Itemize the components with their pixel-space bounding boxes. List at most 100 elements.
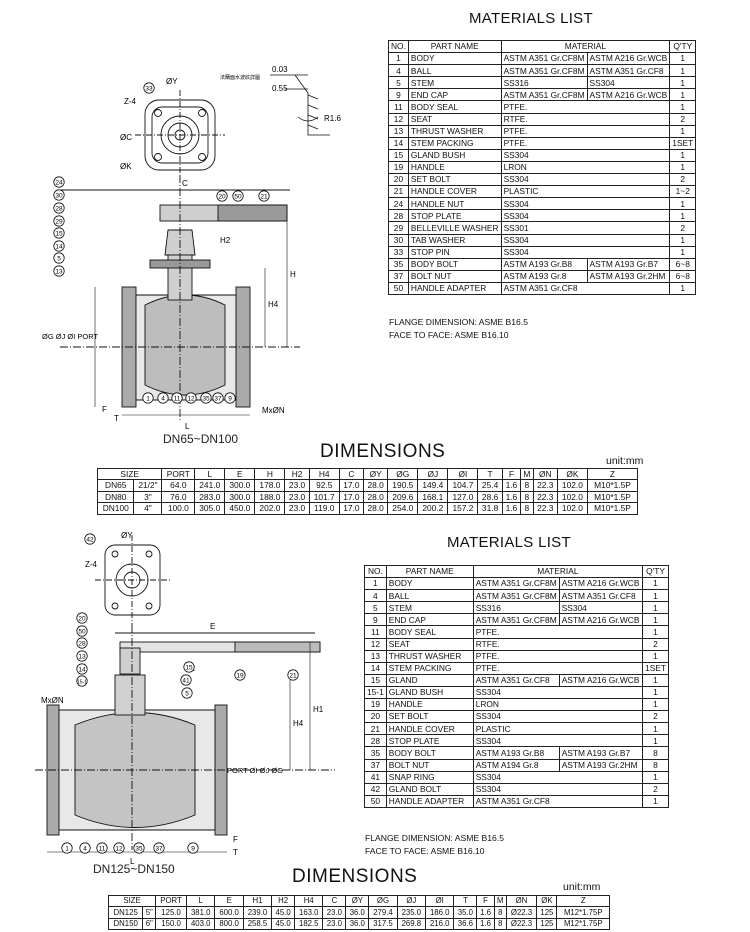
materials-cell-no: 29 <box>388 221 409 235</box>
materials-cell-part: STOP PLATE <box>407 209 502 223</box>
svg-text:14: 14 <box>78 666 86 673</box>
materials-cell-m2: ASTM A216 Gr.WCB <box>586 52 671 66</box>
dimensions-cell: 22.3 <box>532 479 558 492</box>
materials-cell-qty: 1 <box>669 197 697 211</box>
dimensions-header-cell: ØG <box>387 467 419 481</box>
dimensions-header-cell: L <box>186 894 216 908</box>
dimensions-header-cell: Z <box>556 894 610 908</box>
dimensions-header-cell: H <box>254 467 286 481</box>
svg-text:20: 20 <box>78 615 86 622</box>
dimensions-header-cell: M <box>493 894 507 908</box>
materials-cell-part: SEAT <box>385 637 474 651</box>
materials-cell-qty: 1 <box>669 100 697 114</box>
dimensions-cell: 239.0 <box>242 906 273 919</box>
materials-cell-no: 15 <box>388 148 409 162</box>
h-label-top: H <box>290 270 296 279</box>
materials-cell-no: 11 <box>364 625 387 639</box>
callout-19: 19 <box>234 669 246 681</box>
svg-text:29: 29 <box>55 218 63 225</box>
f-label-top: F <box>102 405 107 414</box>
materials-cell-part: BELLEVILLE WASHER <box>407 221 502 235</box>
materials-cell-m1: ASTM A351 Gr.CF8 <box>472 673 560 687</box>
dimensions-header-cell: E <box>214 894 244 908</box>
callout-13: 13 <box>53 265 65 277</box>
materials-cell-m1: SS304 <box>500 245 671 259</box>
dimensions-cell: 1.6 <box>476 906 495 919</box>
materials-cell-no: 15 <box>364 673 387 687</box>
materials-cell-qty: 1 <box>642 722 669 736</box>
dimensions-header-cell: H2 <box>271 894 296 908</box>
dimensions-cell: M10*1.5P <box>586 479 639 492</box>
dimensions-cell: 102.0 <box>556 490 588 504</box>
materials-cell-m2: ASTM A216 Gr.WCB <box>586 88 671 102</box>
materials-cell-no: 4 <box>364 589 387 603</box>
materials-cell-part: BALL <box>407 64 502 78</box>
dimensions-cell: 149.4 <box>417 479 449 492</box>
materials-cell-qty: 1 <box>669 160 697 175</box>
dimensions-title-bottom: DIMENSIONS <box>292 866 418 887</box>
callout-12: 12 <box>185 392 197 404</box>
dimensions-cell: 8 <box>520 502 534 515</box>
materials-cell-part: BODY BOLT <box>407 257 502 271</box>
svg-text:30: 30 <box>55 192 63 199</box>
dimensions-cell: 22.3 <box>532 502 558 515</box>
dimensions-header-cell: Z <box>586 467 639 481</box>
materials-cell-m1: PTFE. <box>472 625 644 639</box>
valve-drawing-bottom: ØY Z-4 E MxØN H1 H4 H2 PORT ØI ØJ ØG F T… <box>35 531 335 866</box>
materials-cell-qty: 1 <box>669 64 697 78</box>
dimensions-cell: 102.0 <box>556 479 588 492</box>
materials-cell-part: END CAP <box>385 613 474 627</box>
materials-header-cell: MATERIAL <box>500 39 671 54</box>
svg-text:5: 5 <box>185 690 189 697</box>
svg-text:21: 21 <box>289 672 297 679</box>
materials-cell-m2: ASTM A193 Gr.B7 <box>558 746 644 760</box>
materials-cell-qty: 1 <box>642 625 669 639</box>
dimensions-header-cell: ØI <box>425 894 455 908</box>
handle-bottom <box>115 632 321 675</box>
materials-cell-qty: 1 <box>642 649 669 663</box>
dimensions-cell: 23.0 <box>284 490 310 504</box>
callout-9: 9 <box>224 392 236 404</box>
materials-header-cell: NO. <box>388 39 409 54</box>
serration-note: 法蘭面水波紋詳圖 <box>220 74 260 81</box>
svg-text:9: 9 <box>228 395 232 402</box>
materials-header-cell: NO. <box>364 564 387 579</box>
callout-50: 50 <box>232 190 244 202</box>
dimensions-cell: Ø22.3 <box>505 917 538 931</box>
h1-label-bottom: H1 <box>313 705 324 714</box>
dimensions-cell: 800.0 <box>214 917 244 931</box>
svg-text:37: 37 <box>214 395 222 402</box>
materials-cell-no: 13 <box>388 124 409 138</box>
dimensions-cell: 200.2 <box>417 502 449 515</box>
dimensions-header-cell: SIZE <box>107 894 157 908</box>
materials-cell-no: 14 <box>364 661 387 675</box>
svg-text:35: 35 <box>135 845 143 852</box>
dimensions-cell: 4" <box>133 502 163 515</box>
svg-text:33: 33 <box>145 85 153 92</box>
materials-cell-qty: 1 <box>669 281 697 295</box>
dimensions-cell: 127.0 <box>447 490 479 504</box>
callout-29: 29 <box>53 215 65 227</box>
e-label-bottom: E <box>210 622 215 631</box>
materials-cell-no: 50 <box>388 281 409 295</box>
svg-text:20: 20 <box>218 193 226 200</box>
svg-text:12: 12 <box>115 845 123 852</box>
dimensions-cell: 305.0 <box>194 502 226 515</box>
dimensions-cell: 300.0 <box>224 490 256 504</box>
callout-42: 42 <box>84 533 96 545</box>
callout-1: 1 <box>142 392 154 404</box>
top-view-plate <box>135 90 225 180</box>
dimensions-cell: 8 <box>493 917 507 931</box>
